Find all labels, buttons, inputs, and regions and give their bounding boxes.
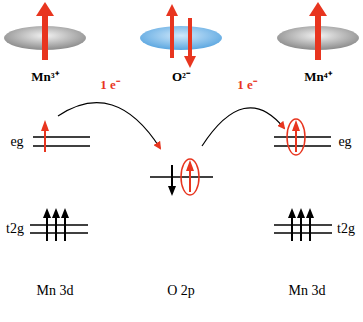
- ion-label: Mn³⁺: [31, 70, 58, 83]
- transfer-label: 1 e⁻: [237, 78, 257, 91]
- orbital-label: O 2p: [167, 284, 195, 298]
- level-label: eg: [10, 135, 23, 149]
- level-label: eg: [338, 135, 351, 149]
- orbital-label: Mn 3d: [37, 284, 74, 298]
- level-label: t2g: [6, 222, 24, 236]
- orbital-label: Mn 3d: [289, 284, 326, 298]
- ion-label: Mn⁴⁺: [304, 70, 331, 83]
- ion-label: O²⁻: [172, 70, 190, 83]
- transfer-label: 1 e⁻: [100, 78, 120, 91]
- level-label: t2g: [337, 222, 355, 236]
